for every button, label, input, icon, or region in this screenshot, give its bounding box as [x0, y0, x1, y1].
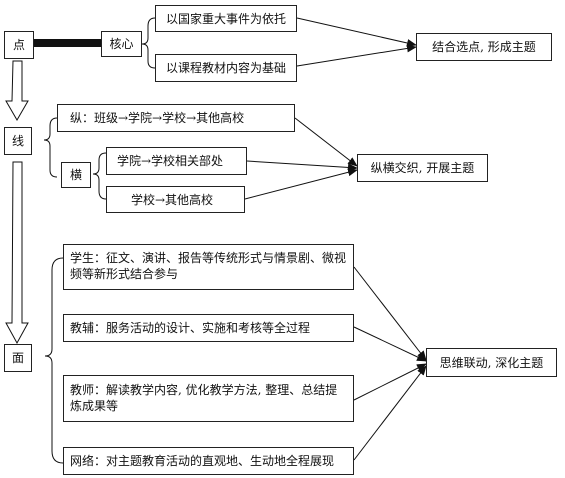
line-horizontal-item-1: 学院→学校相关部处 [106, 147, 247, 175]
surface-item-students: 学生：征文、演讲、报告等传统形式与情景剧、微视频等新形式结合参与 [63, 244, 354, 290]
point-item-1: 以国家重大事件为依托 [155, 5, 297, 32]
horizontal-bracket [92, 152, 107, 200]
line-to-surface-arrow [5, 161, 29, 345]
surface-item-teachers: 教师：解读教学内容, 优化教学方法, 整理、总结提炼成果等 [63, 375, 354, 422]
line-horizontal-item-2: 学校→其他高校 [106, 186, 245, 213]
surface-bracket [44, 257, 64, 464]
surface-label-box: 面 [4, 344, 32, 372]
point-to-line-arrow [5, 60, 29, 121]
point-label-box: 点 [4, 31, 34, 59]
surface-result-box: 思维联动, 深化主题 [426, 348, 557, 377]
core-box: 核心 [101, 31, 142, 57]
point-result-box: 结合选点, 形成主题 [416, 33, 552, 61]
core-bracket [141, 17, 156, 69]
point-core-bar [34, 39, 101, 47]
surface-arrow-3 [353, 363, 427, 401]
surface-arrow-1 [353, 266, 427, 361]
surface-item-assistants: 教辅：服务活动的设计、实施和考核等全过程 [63, 314, 354, 342]
surface-arrow-2 [353, 326, 427, 362]
line-arrow-3 [244, 168, 358, 200]
line-horizontal-label-box: 横 [61, 162, 91, 188]
line-label-box: 线 [4, 127, 32, 155]
line-arrow-1 [294, 117, 358, 167]
line-arrow-2 [246, 160, 358, 172]
surface-arrow-4 [353, 365, 427, 461]
line-bracket [43, 117, 58, 178]
line-vertical-box: 纵：班级→学院→学校→其他高校 [57, 104, 295, 132]
point-arrow-2 [296, 44, 417, 67]
point-item-2: 以课程教材内容为基础 [155, 54, 297, 82]
point-arrow-1 [296, 17, 417, 47]
line-result-box: 纵横交织, 开展主题 [357, 154, 488, 182]
surface-item-network: 网络：对主题教育活动的直观地、生动地全程展现 [63, 447, 354, 475]
